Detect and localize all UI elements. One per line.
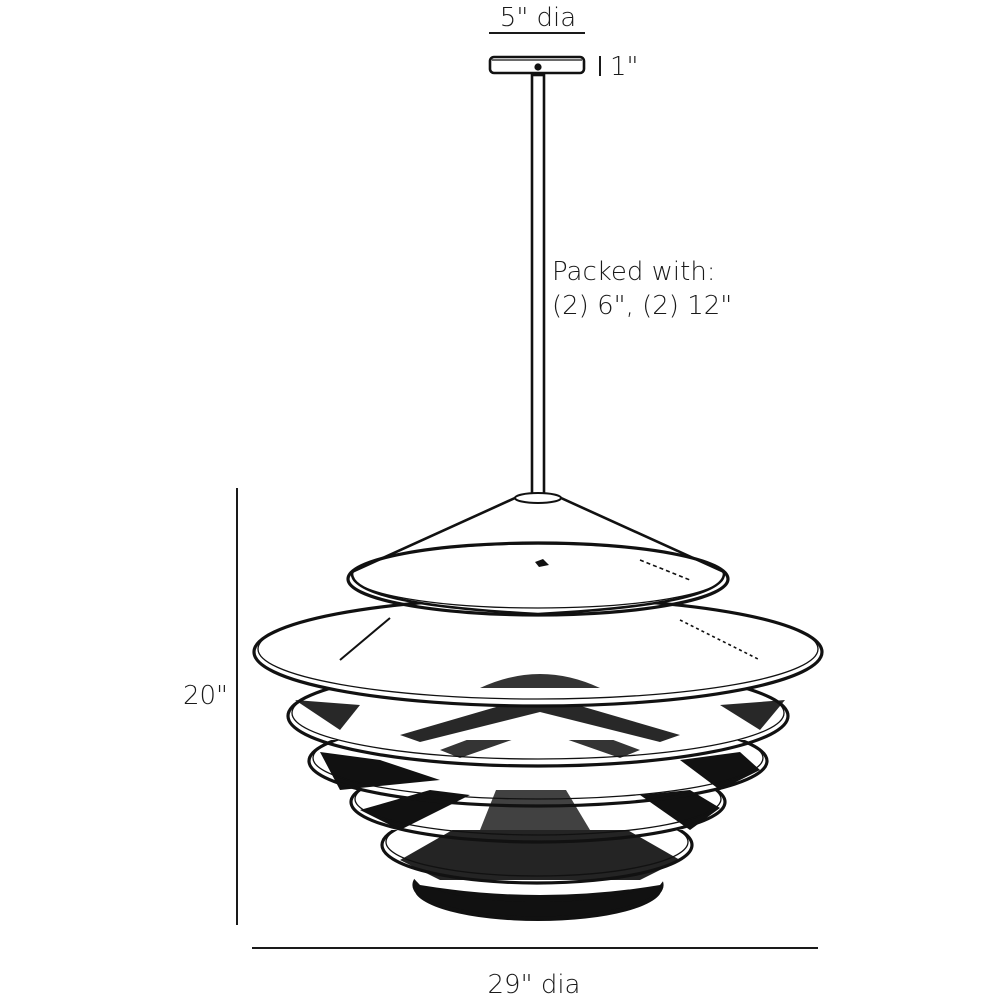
overall-height-label: 20" xyxy=(183,681,228,711)
overall-height-dimension: 20" xyxy=(183,488,238,925)
packed-with-line2: (2) 6", (2) 12" xyxy=(552,291,732,321)
downrod xyxy=(530,73,546,503)
packed-with-note: Packed with: (2) 6", (2) 12" xyxy=(552,257,732,321)
packed-with-line1: Packed with: xyxy=(552,257,716,287)
canopy-height-label: 1" xyxy=(610,52,639,82)
overall-diameter-dimension: 29" dia xyxy=(252,947,818,1000)
overall-diameter-label: 29" dia xyxy=(488,970,581,1000)
shade-tier-1 xyxy=(252,596,824,708)
canopy-diameter-dimension: 5" dia xyxy=(489,3,585,34)
shade-top-cone xyxy=(346,492,730,617)
canopy xyxy=(488,55,586,75)
canopy-diameter-label: 5" dia xyxy=(500,3,576,33)
pendant-shade xyxy=(252,492,824,921)
canopy-height-dimension: 1" xyxy=(599,52,639,82)
